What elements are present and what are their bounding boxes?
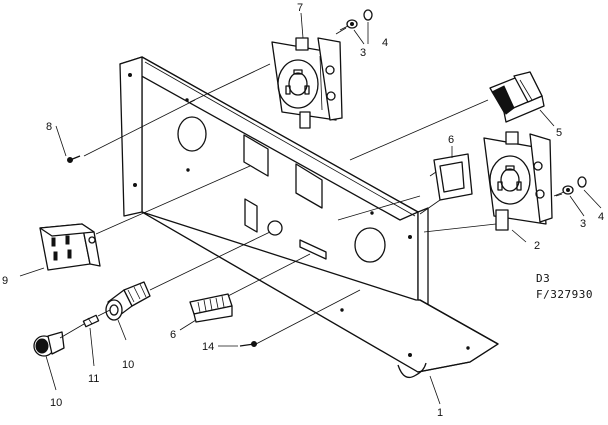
duplex-outlet-part-9 — [39, 223, 101, 271]
label-1: 1 — [437, 407, 443, 419]
drawing-code-line-2: F/327930 — [536, 288, 593, 301]
explode-lines — [59, 27, 563, 345]
screw-part-8 — [67, 155, 81, 163]
label-4-right: 4 — [598, 211, 604, 223]
fuse-cap-part-10 — [33, 331, 65, 357]
label-11: 11 — [88, 373, 99, 385]
circuit-breaker-part-6-lower — [189, 293, 233, 323]
drawing-code: D3 F/327930 — [536, 272, 593, 301]
drawing-code-line-1: D3 — [536, 272, 550, 285]
control-panel-part-1 — [119, 56, 499, 379]
washer-nut-upper — [339, 9, 373, 31]
fuse-part-11 — [82, 314, 100, 328]
washer-nut-right — [553, 176, 587, 197]
receptacle-part-2 — [483, 131, 553, 231]
label-4-upper: 4 — [382, 37, 388, 49]
label-3-right: 3 — [580, 218, 586, 230]
label-9: 9 — [2, 275, 8, 287]
label-8: 8 — [46, 121, 52, 133]
label-6-upper: 6 — [448, 134, 454, 146]
label-7: 7 — [297, 2, 303, 14]
label-3-upper: 3 — [360, 47, 366, 59]
label-5: 5 — [556, 127, 562, 139]
part-labels: 7 3 4 5 6 3 4 2 8 9 10 11 10 6 14 1 — [2, 2, 604, 419]
label-10-left: 10 — [50, 397, 62, 409]
rocker-switch-part-5 — [489, 71, 545, 123]
label-14: 14 — [202, 341, 214, 353]
label-2: 2 — [534, 240, 540, 252]
bracket-part-6-upper — [433, 153, 473, 201]
label-10-right: 10 — [122, 359, 134, 371]
fuse-holder-part-10 — [105, 281, 151, 321]
screw-part-14 — [239, 341, 257, 347]
callout-leaders — [19, 12, 602, 405]
receptacle-part-7 — [271, 37, 343, 129]
label-6-lower: 6 — [170, 329, 176, 341]
